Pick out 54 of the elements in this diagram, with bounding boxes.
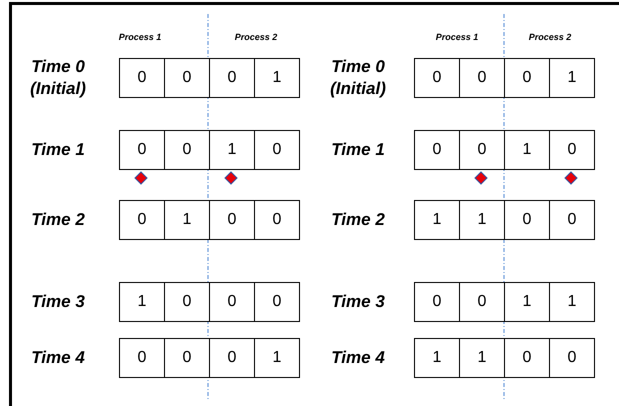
table-cell: 1 [414,338,460,378]
table-cell: 0 [119,200,165,240]
table-cell: 1 [254,338,300,378]
table-cell: 0 [549,338,595,378]
table-cell: 1 [164,200,210,240]
table-cell: 0 [119,338,165,378]
table-cell: 0 [504,338,550,378]
row-label: Time 2 [30,209,86,231]
table-cell: 1 [414,200,460,240]
table-cell: 1 [254,58,300,98]
table-cell: 0 [504,58,550,98]
table-cell: 0 [459,282,505,322]
table-cell: 0 [459,58,505,98]
table-cell: 0 [209,58,255,98]
table-cell: 0 [459,130,505,170]
table-cell: 0 [504,200,550,240]
table-cell: 0 [164,130,210,170]
table-cell: 1 [459,338,505,378]
row-label: Time 0 (Initial) [29,56,87,100]
row-label: Time 1 [30,139,86,161]
row-label: Time 3 [30,291,86,313]
row-label: Time 3 [330,291,386,313]
table-cell: 0 [164,58,210,98]
table-cell: 1 [549,58,595,98]
table-cell: 0 [549,130,595,170]
table-cell: 0 [254,282,300,322]
column-header: Process 2 [528,31,572,44]
column-header: Process 1 [434,31,480,44]
row-label: Time 4 [30,347,86,369]
column-header: Process 1 [118,31,162,44]
table-cell: 0 [209,282,255,322]
row-label: Time 4 [330,347,386,369]
row-label: Time 0 (Initial) [329,56,387,100]
column-header: Process 2 [234,31,278,44]
table-cell: 0 [414,282,460,322]
table-cell: 0 [549,200,595,240]
table-cell: 1 [459,200,505,240]
table-cell: 0 [164,282,210,322]
table-cell: 0 [119,130,165,170]
table-cell: 0 [254,130,300,170]
table-cell: 1 [504,282,550,322]
table-cell: 0 [414,58,460,98]
row-label: Time 2 [330,209,386,231]
table-cell: 1 [209,130,255,170]
table-cell: 1 [504,130,550,170]
table-cell: 0 [209,200,255,240]
table-cell: 1 [119,282,165,322]
table-cell: 0 [209,338,255,378]
table-cell: 0 [119,58,165,98]
table-cell: 0 [414,130,460,170]
row-label: Time 1 [330,139,386,161]
table-cell: 1 [549,282,595,322]
table-cell: 0 [254,200,300,240]
table-cell: 0 [164,338,210,378]
